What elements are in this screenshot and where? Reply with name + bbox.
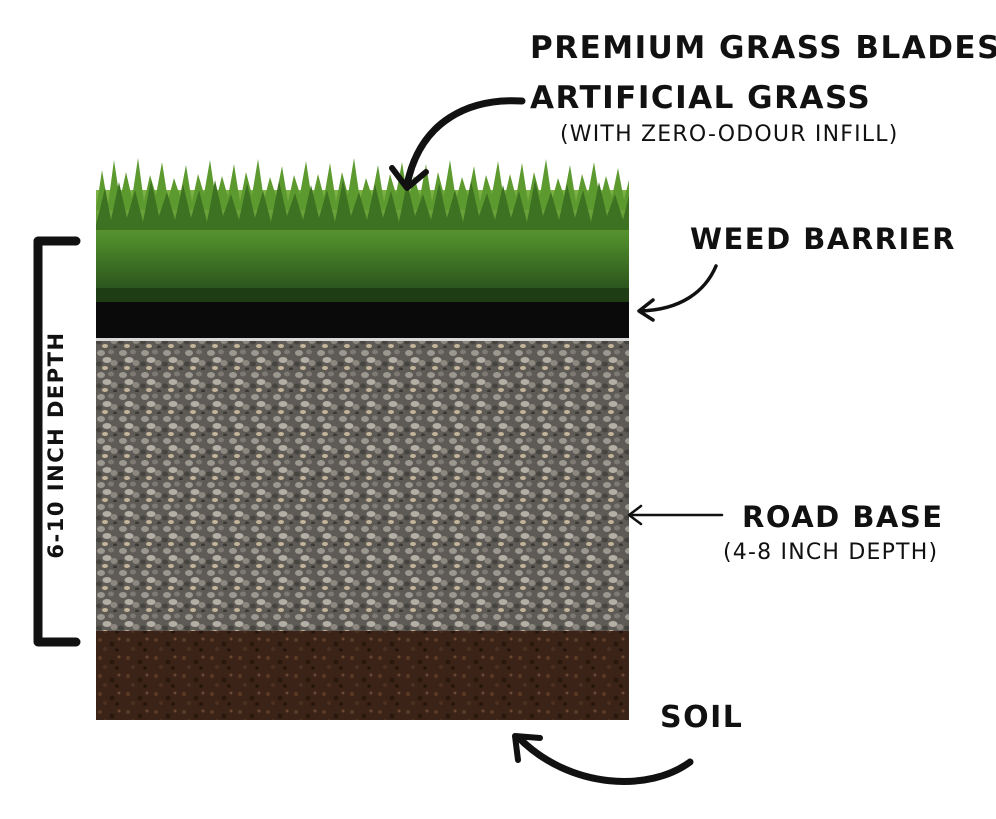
layer-stack-graphic	[96, 158, 629, 720]
weed-barrier-label: WEED BARRIER	[690, 222, 956, 256]
soil-layer	[96, 631, 629, 720]
road-base-arrow-icon	[627, 504, 724, 526]
total-depth-label: 6-10 INCH DEPTH	[44, 331, 68, 559]
barrier-edge	[96, 338, 629, 341]
grass-name-label: ARTIFICIAL GRASS	[530, 80, 872, 116]
grass-layer	[96, 158, 629, 302]
soil-arrow-icon	[512, 733, 694, 785]
cross-section-diagram	[96, 150, 629, 720]
road-base-label: ROAD BASE	[742, 500, 944, 534]
grass-title-label: PREMIUM GRASS BLADES	[530, 30, 996, 66]
road-base-layer	[96, 341, 629, 631]
weed-barrier-arrow-icon	[637, 264, 718, 322]
grass-note-label: (WITH ZERO-ODOUR INFILL)	[560, 122, 899, 147]
weed-barrier-layer	[96, 302, 629, 338]
soil-label: SOIL	[660, 700, 744, 735]
road-base-note-label: (4-8 INCH DEPTH)	[723, 540, 939, 565]
